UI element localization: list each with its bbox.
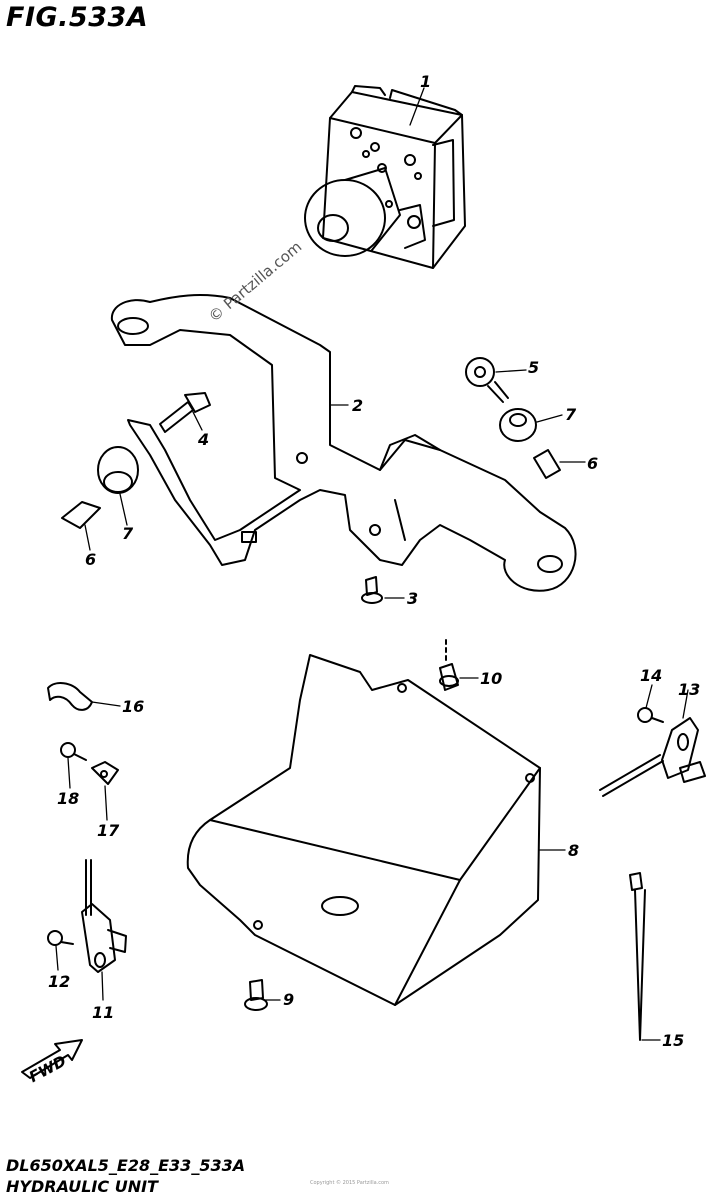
- sensor-13-part: [599, 707, 706, 797]
- callout-6a: 6: [587, 454, 599, 473]
- bolt-5-part: [465, 357, 509, 403]
- callout-14: 14: [640, 666, 663, 685]
- callout-11: 11: [92, 1003, 115, 1022]
- callout-1: 1: [420, 72, 432, 91]
- tray-part: [186, 654, 541, 1006]
- callout-16: 16: [122, 697, 145, 716]
- figure-title: FIG.533A: [6, 2, 149, 33]
- bolt-18-part: [60, 742, 87, 761]
- callout-7a: 7: [565, 405, 577, 424]
- callout-15: 15: [662, 1031, 685, 1050]
- callout-17: 17: [97, 821, 120, 840]
- leader-lines: [55, 87, 689, 1041]
- hydraulic-unit-part: [304, 85, 466, 269]
- cable-tie-part: [629, 872, 646, 1041]
- footer-note: Copyright © 2015 Partzilla.com: [310, 1180, 389, 1186]
- bracket-part: [110, 294, 577, 592]
- fwd-arrow-icon: [21, 1039, 83, 1079]
- sensor-11-part: [81, 859, 127, 973]
- callout-5: 5: [528, 358, 540, 377]
- diagram-code: DL650XAL5_E28_E33_533A: [6, 1156, 246, 1175]
- callout-4: 4: [198, 430, 210, 449]
- clamp-16-part: [47, 682, 93, 711]
- bolt-9-part: [244, 979, 268, 1011]
- callout-6b: 6: [85, 550, 97, 569]
- callout-12: 12: [48, 972, 71, 991]
- callout-3: 3: [407, 589, 419, 608]
- callout-13: 13: [678, 680, 701, 699]
- bolt-12-part: [47, 930, 74, 946]
- grommet-7-parts: [97, 408, 537, 494]
- bolt-4-part: [159, 392, 211, 433]
- bolt-3-part: [361, 576, 383, 604]
- collar-6-parts: [61, 449, 561, 529]
- callout-2: 2: [352, 396, 364, 415]
- diagram-caption: HYDRAULIC UNIT: [6, 1177, 158, 1196]
- callout-8: 8: [568, 841, 580, 860]
- nut-17-part: [91, 761, 119, 785]
- callout-18: 18: [57, 789, 80, 808]
- callout-7b: 7: [122, 524, 134, 543]
- callout-9: 9: [283, 990, 295, 1009]
- callout-10: 10: [480, 669, 503, 688]
- clip-10-part: [439, 639, 459, 691]
